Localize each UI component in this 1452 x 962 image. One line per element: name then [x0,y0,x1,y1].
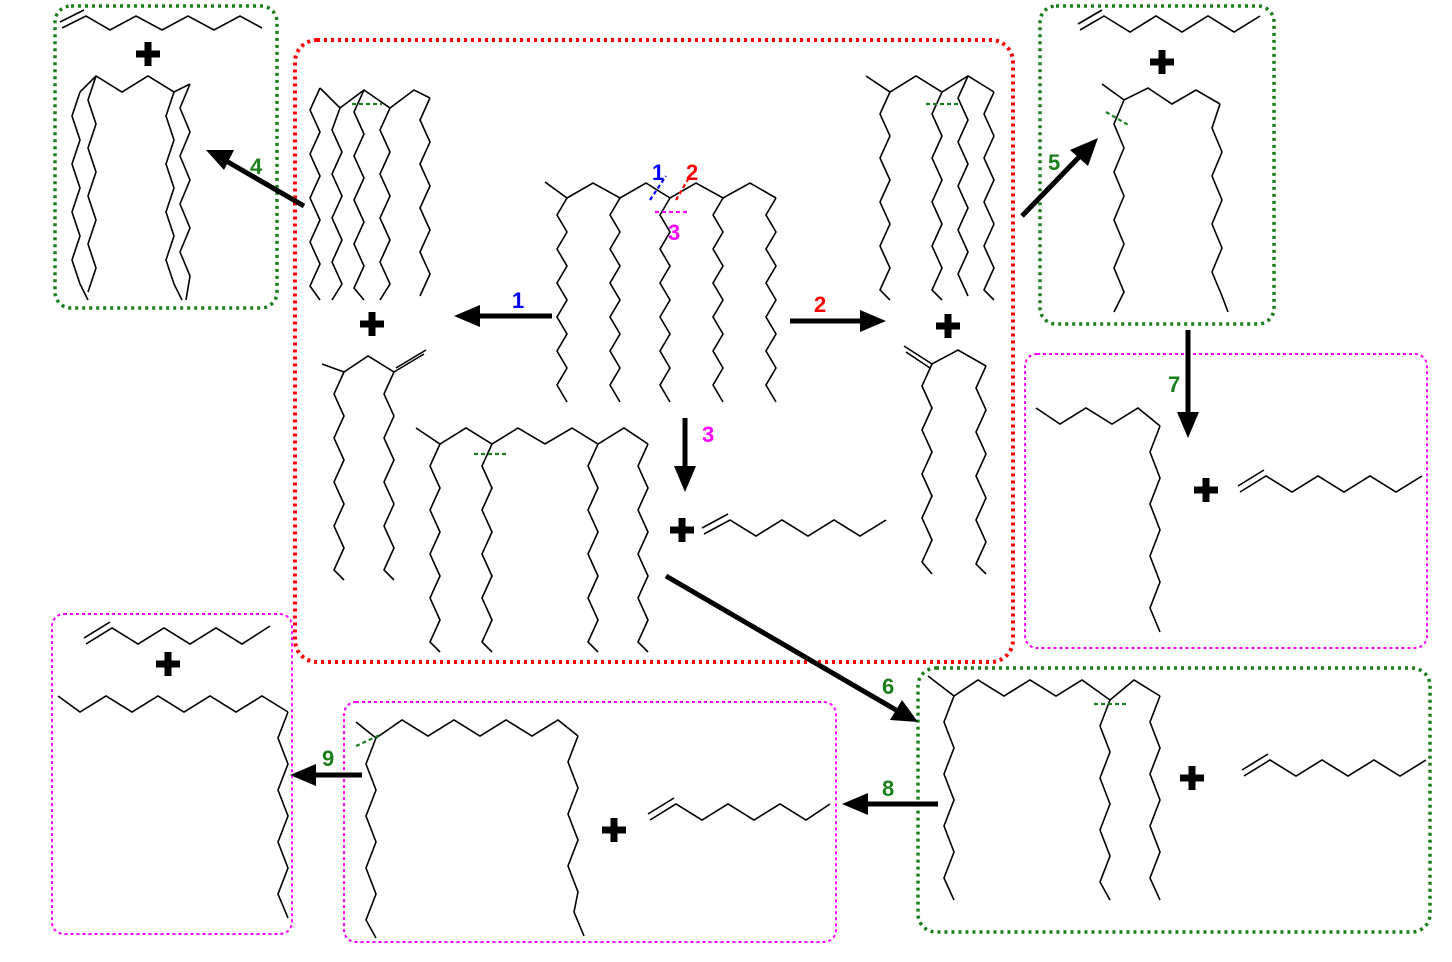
plus-step7 [1194,478,1218,502]
arrow-step6 [664,573,918,722]
arrow-step7 [1177,330,1199,438]
arrow-step4 [206,150,306,209]
arrow-step9 [290,764,362,786]
step5-product-b [1101,83,1229,313]
plus-step9 [156,652,180,676]
step6-products-box [916,666,1432,934]
step7-product-b [1237,469,1423,493]
cleavage-mark-2 [675,175,691,201]
step6-product-b [1241,753,1427,777]
cleavage-label-3: 3 [668,220,680,245]
step-label-9: 9 [322,746,334,771]
step8-product-a [355,719,585,939]
step3-product-a [415,427,649,653]
step-label-1: 1 [512,288,524,313]
plus-step3 [670,518,694,542]
central-molecule [544,181,777,403]
plus-step1 [360,312,384,336]
arrow-step8 [842,793,938,815]
plus-step5 [1150,50,1174,74]
cleavage-mark-1 [649,175,667,201]
step5-product-a [1077,9,1261,33]
arrow-step5 [1020,138,1098,218]
step8-products-box [343,701,837,943]
step2-product-b [903,345,987,575]
step4-product-a [59,9,263,31]
step-label-8: 8 [882,776,894,801]
step-label-7: 7 [1168,372,1180,397]
step7-product-a [1035,407,1161,633]
step5-products-box [1038,4,1276,326]
step-label-4: 4 [250,154,263,179]
arrow-step2 [790,310,886,332]
step3-product-b [701,513,887,537]
step-label-6: 6 [882,674,894,699]
step9-product-b [57,695,289,919]
plus-step8 [602,818,626,842]
plus-step4 [136,42,160,66]
arrow-step3 [674,418,696,492]
step9-products-box [51,613,293,935]
main-products-box [293,38,1015,664]
step4-product-b [71,74,191,301]
plus-step6 [1180,766,1204,790]
step9-product-a [83,621,271,645]
step-label-5: 5 [1048,150,1060,175]
step-label-3: 3 [702,422,714,447]
arrow-step1 [454,305,552,327]
cleavage-label-1: 1 [652,160,664,185]
step8-product-b [647,797,831,821]
step1-product-a [309,87,431,301]
step-label-2: 2 [814,292,826,317]
bond-mark-step8a [355,733,383,747]
step2-product-a [865,75,995,301]
cleavage-label-2: 2 [686,160,698,185]
plus-step2 [936,314,960,338]
step7-products-box [1024,353,1428,649]
step1-product-b [321,349,427,581]
step4-products-box [53,4,279,310]
step6-product-a [927,675,1161,901]
bond-mark-step5b [1105,111,1131,127]
